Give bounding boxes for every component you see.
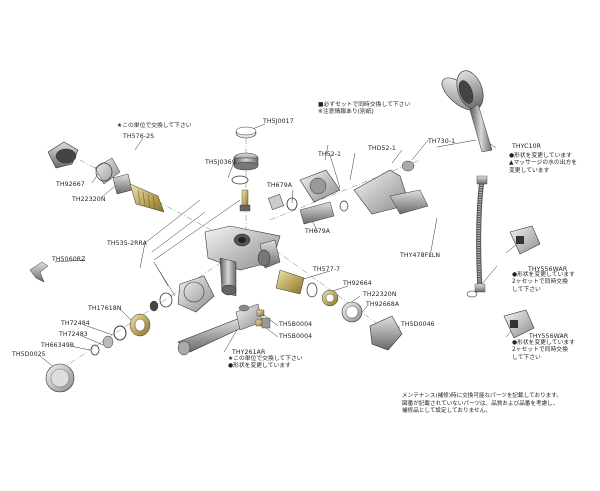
note-holder2-line-2: 2ヶセットで同時交換 xyxy=(512,347,568,354)
part-label-th679a-bottom: TH679A xyxy=(305,228,331,235)
part-label-th22320n-b: TH22320N xyxy=(363,291,397,298)
part-label-th66349r: TH66349R xyxy=(41,342,75,349)
part-label-th52-1: TH52-1 xyxy=(318,151,342,158)
spout-fittings xyxy=(255,309,271,329)
part-label-th5d0046: TH5D0046 xyxy=(401,321,435,328)
note-shower-line-3: 変更しています xyxy=(509,167,550,174)
part-label-th72483: TH72483 xyxy=(59,331,88,338)
part-label-thy556war-a: THY556WAR xyxy=(528,266,568,273)
note-spout: ★この単位で交換して下さい ●形状を変更しています xyxy=(228,356,303,371)
shower-hose xyxy=(474,175,488,293)
note-holder2-line-3: して下さい xyxy=(512,354,541,361)
part-label-th679a-top: TH679A xyxy=(267,182,293,189)
part-label-th5b0004-b: TH5B0004 xyxy=(279,333,313,340)
part-label-th72484: TH72484 xyxy=(61,320,90,327)
part-label-th576-2s: TH576-2S xyxy=(123,133,155,140)
note-holder2-line-1: ●形状を変更しています xyxy=(512,340,575,346)
shower-head xyxy=(441,70,493,153)
footnote-line-3: 補修品として設定しておりません。 xyxy=(402,408,491,415)
part-label-thy556war-b: THY556WAR xyxy=(529,333,569,340)
note-holder-1: ●形状を変更しています 2ヶセットで同時交換 して下さい xyxy=(512,272,575,294)
note-holder1-line-1: ●形状を変更しています xyxy=(512,272,575,278)
part-label-thyc10r: THYC10R xyxy=(512,143,542,150)
note-unit-left: ★この単位で交換して下さい xyxy=(117,123,192,129)
part-label-th5j0369: TH5J0369 xyxy=(205,159,236,166)
part-label-th17618n: TH17618N xyxy=(88,305,122,312)
note-spout-line-1: ★この単位で交換して下さい xyxy=(228,356,303,362)
part-label-th5b0004-a: TH5B0004 xyxy=(279,321,313,328)
part-label-th535-2rra: TH535-2RRA xyxy=(107,240,147,247)
note-set-replace: ■必ずセットで同時交換して下さい ※注意情報あり(別紙) xyxy=(318,102,410,117)
upper-connector-parts xyxy=(267,160,429,225)
footnote-line-1: メンテナンス(補修)時に交換可能なパーツを記載しております。 xyxy=(402,393,562,399)
part-label-th5d0025: TH5D0025 xyxy=(12,351,46,358)
part-label-th730-1: TH730-1 xyxy=(428,138,456,145)
top-cap-parts xyxy=(231,126,259,212)
note-holder-2: ●形状を変更しています 2ヶセットで同時交換 して下さい xyxy=(512,340,575,362)
spout xyxy=(177,303,263,356)
note-set-line-2: ※注意情報あり(別紙) xyxy=(318,109,374,116)
note-holder1-line-2: 2ヶセットで同時交換 xyxy=(512,279,568,286)
note-spout-line-2: ●形状を変更しています xyxy=(228,363,291,370)
shower-holders xyxy=(466,225,541,339)
note-shower-head: ●形状を変更しています ▲マッサージの水の出方を 変更しています xyxy=(509,153,577,175)
part-label-thy478flln: THY478FLLN xyxy=(400,252,441,259)
note-holder1-line-3: して下さい xyxy=(512,286,541,293)
right-valve-parts xyxy=(275,269,403,351)
part-label-thy261ar: THY261AR xyxy=(232,349,266,356)
part-label-thd52-1: THD52-1 xyxy=(368,145,396,152)
left-cartridge-parts xyxy=(45,275,215,393)
note-shower-line-1: ●形状を変更しています xyxy=(509,153,572,159)
part-label-th92667: TH92667 xyxy=(56,181,85,188)
maintenance-footnote: メンテナンス(補修)時に交換可能なパーツを記載しております。 図番が記載されてい… xyxy=(402,393,562,416)
part-label-th5060rz: TH5060RZ xyxy=(52,256,86,263)
part-label-th92668a: TH92668A xyxy=(366,301,400,308)
part-label-th22320n-a: TH22320N xyxy=(72,196,106,203)
part-label-th577-7: TH577-7 xyxy=(313,266,341,273)
left-handle-parts xyxy=(29,141,165,283)
footnote-line-2: 図番が記載されていないパーツは、品質および品番を考慮し、 xyxy=(402,400,559,407)
valve-body xyxy=(204,225,281,297)
part-label-th5j0017: TH5J0017 xyxy=(263,118,294,125)
note-shower-line-2: ▲マッサージの水の出方を xyxy=(509,160,578,167)
part-label-th92664: TH92664 xyxy=(343,280,372,287)
note-set-line-1: ■必ずセットで同時交換して下さい xyxy=(318,102,411,108)
